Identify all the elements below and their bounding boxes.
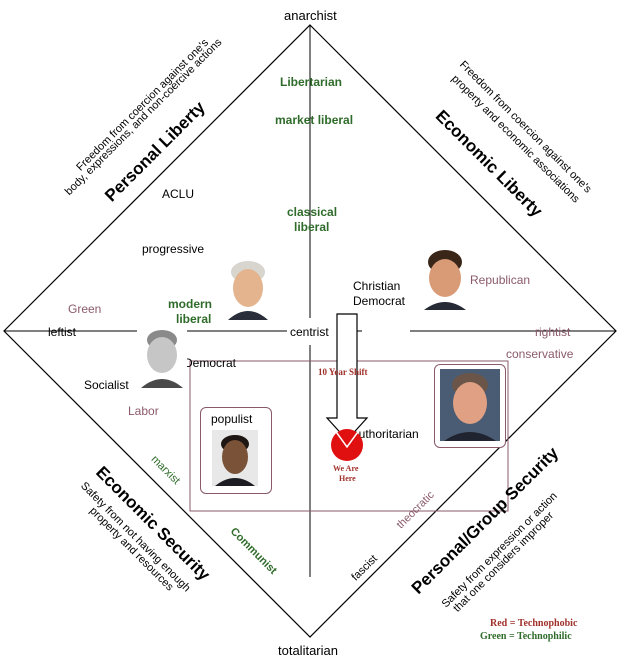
label-ten-year-shift: 10 Year Shift bbox=[318, 367, 368, 377]
label-classical: classical bbox=[287, 205, 338, 219]
portrait-clinton bbox=[223, 258, 273, 320]
label-libertarian: Libertarian bbox=[280, 75, 343, 89]
label-green: Green bbox=[68, 302, 102, 316]
axis-centrist: centrist bbox=[290, 325, 329, 339]
shift-arrow bbox=[325, 313, 369, 441]
label-classical-liberal: liberal bbox=[294, 220, 330, 234]
label-republican: Republican bbox=[470, 273, 531, 287]
we-are-here-marker bbox=[331, 428, 363, 461]
label-populist: populist bbox=[211, 412, 253, 426]
label-aclu: ACLU bbox=[162, 187, 195, 201]
label-christian: Christian bbox=[353, 279, 401, 293]
label-market-liberal: market liberal bbox=[275, 113, 354, 127]
label-here: Here bbox=[339, 474, 356, 483]
label-democrat: Democrat bbox=[184, 356, 237, 370]
axis-rightist: rightist bbox=[535, 325, 571, 339]
portrait-roosevelt bbox=[137, 326, 187, 388]
axis-totalitarian: totalitarian bbox=[278, 643, 338, 658]
axis-anarchist: anarchist bbox=[284, 8, 337, 23]
legend-green: Green = Technophilic bbox=[480, 631, 572, 642]
label-modern: modern bbox=[168, 297, 213, 311]
label-authoritarian: authoritarian bbox=[352, 427, 419, 441]
label-modern-liberal: liberal bbox=[176, 312, 212, 326]
label-labor: Labor bbox=[128, 404, 159, 418]
portrait-obama bbox=[212, 430, 258, 486]
axis-leftist: leftist bbox=[48, 325, 77, 339]
label-conservative: conservative bbox=[506, 347, 574, 361]
label-christian-democrat: Democrat bbox=[353, 294, 406, 308]
label-progressive: progressive bbox=[142, 242, 205, 256]
portrait-bush bbox=[440, 369, 500, 441]
legend-red: Red = Technophobic bbox=[490, 618, 578, 629]
label-we-are: We Are bbox=[333, 464, 359, 473]
label-socialist: Socialist bbox=[84, 378, 129, 392]
portrait-reagan bbox=[420, 248, 470, 310]
outer-diamond bbox=[3, 24, 617, 638]
